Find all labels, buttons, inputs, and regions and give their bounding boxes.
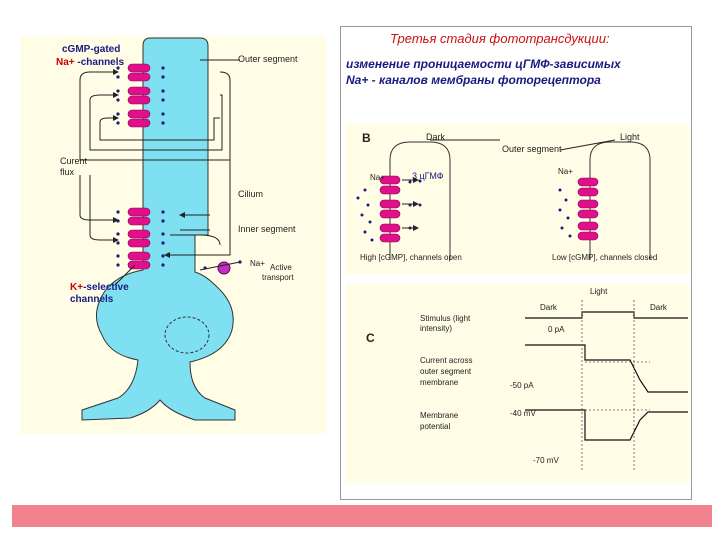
active-transport-1: Active xyxy=(270,263,292,272)
page-title: Третья стадия фототрансдукции: xyxy=(390,31,610,46)
current-1: Current across xyxy=(420,356,473,365)
dark-label: Dark xyxy=(426,132,446,142)
cgmp-count: 3 цГМФ xyxy=(412,171,444,181)
k-channels-label-1: K+-selective xyxy=(70,283,129,293)
potential-1: Membrane xyxy=(420,411,459,420)
cgmp-label-na: Na+ xyxy=(56,57,75,68)
current-flux-label-2: flux xyxy=(60,167,75,177)
dark-c-right: Dark xyxy=(650,303,667,312)
current-flux-label-1: Curent xyxy=(60,156,88,166)
minus50: -50 pA xyxy=(510,381,534,390)
cilium-label: Cilium xyxy=(238,189,264,199)
panel-b-letter: B xyxy=(362,131,371,145)
nucleus xyxy=(164,316,210,354)
outer-segment-b: Outer segment xyxy=(502,144,562,154)
light-cell xyxy=(589,141,651,260)
light-c: Light xyxy=(590,287,608,296)
subtitle-2: Na+ - каналов мембраны фоторецептора xyxy=(346,73,601,87)
panel-c xyxy=(346,283,690,483)
light-label: Light xyxy=(620,132,640,142)
panel-c-letter: C xyxy=(366,331,375,345)
subtitle-1: изменение проницаемости цГМФ-зависимых xyxy=(346,57,621,71)
zero-pa: 0 pA xyxy=(548,325,565,334)
na-right-b: Na+ xyxy=(558,167,573,176)
cgmp-label-rest: -channels xyxy=(74,57,125,68)
minus40: -40 mV xyxy=(510,409,536,418)
k-label-rest: -selective xyxy=(83,282,129,293)
inner-segment-label: Inner segment xyxy=(238,224,296,234)
na-label: Na+ xyxy=(250,259,265,268)
footer-bar xyxy=(12,505,712,527)
current-2: outer segment xyxy=(420,367,472,376)
active-transport-2: transport xyxy=(262,273,294,282)
stimulus-1: Stimulus (light xyxy=(420,314,471,323)
na-left-b: Na+ xyxy=(370,173,385,182)
cgmp-label-2: Na+ -channels xyxy=(56,58,124,68)
panel-b xyxy=(346,124,690,274)
dark-cell xyxy=(389,141,451,260)
rod-cell-outline xyxy=(81,37,236,421)
pump xyxy=(217,261,231,275)
outer-segment-label: Outer segment xyxy=(238,54,298,64)
right-frame xyxy=(340,26,692,500)
dark-c-left: Dark xyxy=(540,303,557,312)
low-label: Low [cGMP], channels closed xyxy=(552,253,658,262)
na-channels-outer xyxy=(127,63,151,128)
minus70: -70 mV xyxy=(533,456,559,465)
potential-2: potential xyxy=(420,422,451,431)
current-3: membrane xyxy=(420,378,459,387)
stimulus-2: intensity) xyxy=(420,324,453,333)
k-channels-label-2: channels xyxy=(70,294,114,305)
high-label: High [cGMP], channels open xyxy=(360,253,462,262)
cgmp-label-1: cGMP-gated xyxy=(62,44,121,55)
k-label: K+ xyxy=(70,282,84,293)
